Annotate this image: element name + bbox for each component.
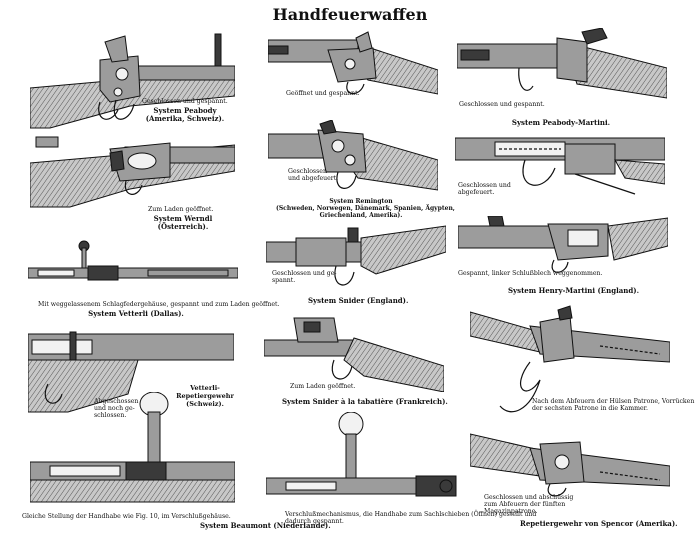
martini-mechanism-caption: Geschlossen und abgefeuert. — [458, 182, 511, 196]
vetterli-bolt-illustration — [28, 240, 238, 290]
peabody-martini-illustration — [457, 28, 667, 104]
beaumont-bolt-caption: Verschlußmechanismus, die Handhabe zum S… — [285, 511, 537, 525]
remington-closed-illustration — [268, 120, 438, 198]
vetterli-repeater-illustration — [28, 324, 234, 416]
peabody-caption: Geschlossen und gespannt. — [142, 98, 228, 105]
spencor-closed-illustration — [470, 430, 670, 500]
vetterli-repeater-system-label: Vetterli- Repetiergewehr (Schweiz). — [176, 384, 234, 408]
henry-martini-system-label: System Henry-Martini (England). — [508, 286, 640, 295]
werndl-system-label: System Werndl (Österreich). — [153, 214, 213, 231]
vetterli-repeater-caption: Abgeschossen und noch ge- schlossen. — [94, 398, 139, 419]
beaumont-receiver-illustration — [30, 392, 235, 510]
snider-caption: Geschlossen und ge- spannt. — [272, 270, 337, 284]
werndl-caption: Zum Laden geöffnet. — [148, 206, 214, 213]
spencor-closed-caption: Geschlossen und abschüssig zum Abfeuern … — [484, 494, 574, 515]
snider-tabatiere-system-label: System Snider à la tabatière (Frankreich… — [282, 397, 448, 406]
werndl-rifle-illustration — [30, 133, 235, 213]
vetterli-bolt-system-label: System Vetterli (Dallas). — [88, 309, 184, 318]
spencor-system-label: Repetiergewehr von Spencor (Amerika). — [520, 519, 678, 528]
remington-open-caption: Geöffnet und gespannt. — [286, 90, 360, 97]
snider-rifle-illustration — [266, 222, 446, 296]
remington-closed-caption: Geschlossen und abgefeuert. — [288, 168, 339, 182]
henry-martini-caption: Gespannt, linker Schlußblech weggenommen… — [458, 270, 603, 277]
peabody-system-label: System Peabody (Amerika, Schweiz). — [145, 106, 225, 123]
peabody-martini-system-label: System Peabody-Martini. — [511, 118, 611, 127]
beaumont-receiver-caption: Gleiche Stellung der Handhabe wie Fig. 1… — [22, 513, 231, 520]
peabody-martini-caption: Geschlossen und gespannt. — [459, 101, 545, 108]
snider-tabatiere-caption: Zum Laden geöffnet. — [290, 383, 356, 390]
vetterli-bolt-caption: Mit weggelassenem Schlagfedergehäuse, ge… — [38, 301, 280, 308]
remington-system-label: System Remington (Schweden, Norwegen, Dä… — [276, 198, 455, 219]
beaumont-bolt-illustration — [266, 412, 466, 504]
snider-tabatiere-illustration — [264, 312, 444, 392]
martini-mechanism-illustration — [455, 134, 665, 204]
beaumont-system-label: System Beaumont (Niederlande). — [200, 521, 331, 530]
remington-open-illustration — [268, 30, 438, 100]
page-title: Handfeuerwaffen — [272, 5, 428, 24]
spencor-open-caption: Nach dem Abfeuern der Hülsen Patrone, Vo… — [532, 398, 695, 412]
henry-martini-illustration — [458, 216, 668, 276]
peabody-rifle-illustration — [30, 30, 235, 130]
snider-system-label: System Snider (England). — [308, 296, 409, 305]
spencor-open-illustration — [470, 302, 670, 422]
